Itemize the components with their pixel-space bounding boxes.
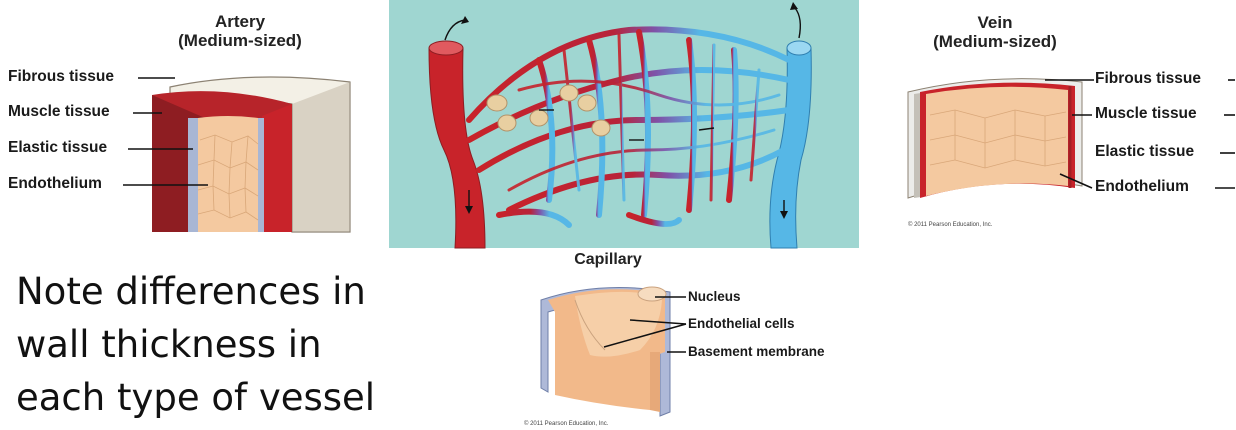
capillary-label-endothelial: Endothelial cells [688,316,795,331]
artery-label-endothelium: Endothelium [8,175,102,192]
note-line-1: Note differences in [16,270,366,313]
vein-label-endothelium: Endothelium [1095,178,1189,195]
artery-cross-section-illustration [123,76,351,233]
vein-title-line1: Vein [977,13,1013,32]
capillary-title: Capillary [574,251,642,268]
artery-title-line1: Artery [214,12,266,31]
note-text: Note differences in wall thickness in ea… [16,265,375,424]
artery-label-fibrous: Fibrous tissue [8,68,114,85]
artery-label-muscle: Muscle tissue [8,103,110,120]
artery-label-elastic: Elastic tissue [8,139,108,156]
vein-cross-section-illustration [907,78,1235,199]
vein-title-line2: (Medium-sized) [933,32,1057,51]
note-line-3: each type of vessel [16,376,376,419]
vein-copyright: © 2011 Pearson Education, Inc. [908,222,993,228]
capillary-bed-illustration [389,0,859,249]
artery-title-line2: (Medium-sized) [178,31,302,50]
vein-title: Vein (Medium-sized) [910,13,1080,51]
capillary-copyright: © 2011 Pearson Education, Inc. [524,421,609,427]
capillary-label-nucleus: Nucleus [688,289,741,304]
note-line-2: wall thickness in [16,323,322,366]
artery-title: Artery (Medium-sized) [160,12,320,50]
vein-label-muscle: Muscle tissue [1095,105,1197,122]
vein-label-elastic: Elastic tissue [1095,143,1195,160]
vein-label-fibrous: Fibrous tissue [1095,70,1201,87]
capillary-label-basement: Basement membrane [688,344,825,359]
